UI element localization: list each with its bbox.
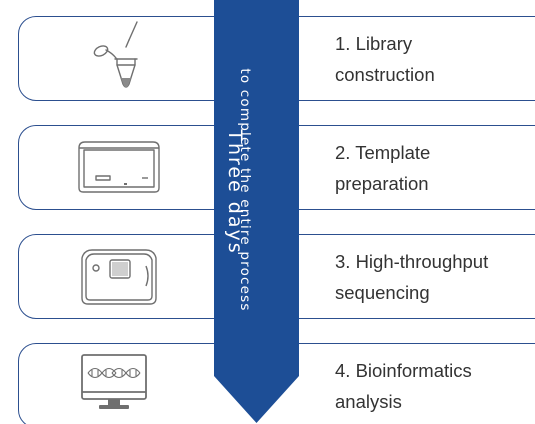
step-label-library: 1. Library construction <box>335 33 435 85</box>
dna-monitor-icon <box>81 354 147 409</box>
sequencer-icon <box>81 249 157 305</box>
step-label-analysis: 4. Bioinformatics analysis <box>335 360 472 412</box>
step-label-sequencing: 3. High-throughput sequencing <box>335 251 489 303</box>
step-label-template: 2. Template preparation <box>335 142 431 194</box>
template-instrument-icon <box>78 141 160 193</box>
pipette-tube-icon <box>93 21 138 88</box>
banner-subtitle: to complete the entire process <box>237 68 253 312</box>
